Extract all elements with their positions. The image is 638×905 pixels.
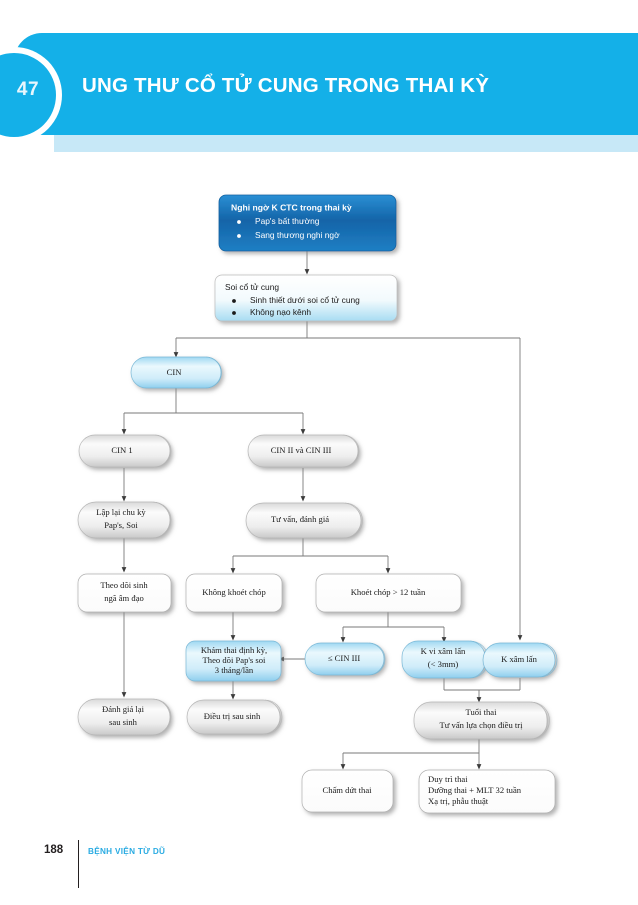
edge-merge-gestage (443, 678, 521, 691)
node-antenatal-followup: Khám thai định kỳ, Theo dõi Pap's soi 3 … (185, 640, 282, 682)
node-conization-label: Khoét chóp > 12 tuần (351, 587, 426, 597)
node-suspect-item-0: Pap's bất thường (255, 216, 320, 226)
node-micro-invasive-line-1: (< 3mm) (428, 659, 459, 669)
node-maintain: Duy trì thai Dưỡng thai + MLT 32 tuần Xạ… (418, 769, 556, 814)
node-no-conization-label: Không khoét chóp (202, 587, 266, 597)
node-no-conization: Không khoét chóp (185, 573, 283, 613)
page-number: 188 (44, 844, 64, 856)
node-cin23-label: CIN II và CIN III (271, 445, 332, 455)
node-cin1: CIN 1 (78, 434, 172, 468)
node-le-cin3: ≤ CIN III (304, 642, 386, 676)
node-cin23: CIN II và CIN III (247, 434, 360, 468)
node-antenatal-line-0: Khám thai định kỳ, (201, 645, 267, 655)
node-counsel-label: Tư vấn, đánh giá (271, 514, 329, 524)
chapter-number: 47 (16, 79, 40, 100)
bullet-icon (237, 220, 241, 224)
edge-colposcopy-cin (176, 320, 520, 355)
node-repeat-pap-line-1: Pap's, Soi (104, 520, 138, 530)
page-title: UNG THƯ CỔ TỬ CUNG TRONG THAI KỲ (82, 74, 490, 97)
node-repeat-pap: Lập lại chu kỳ Pap's, Soi (77, 501, 172, 539)
node-cin-label: CIN (167, 367, 183, 377)
node-maintain-line-0: Duy trì thai (428, 774, 468, 784)
header-accent-strip (54, 135, 638, 152)
edge-gestage-terminate (343, 739, 480, 767)
node-micro-invasive: K vi xâm lấn (< 3mm) (401, 640, 489, 679)
node-treat-postpartum-label: Điều trị sau sinh (204, 711, 261, 721)
footer-hospital-name: BỆNH VIỆN TỪ DŨ (88, 847, 166, 856)
node-antenatal-line-1: Theo dõi Pap's soi (203, 655, 267, 665)
node-terminate-label: Chấm dứt thai (322, 785, 372, 795)
node-le-cin3-label: ≤ CIN III (328, 653, 361, 663)
node-reassess-line-1: sau sinh (109, 717, 138, 727)
node-gest-age-line-0: Tuổi thai (466, 707, 498, 717)
node-cin1-label: CIN 1 (111, 445, 132, 455)
bullet-icon (232, 311, 236, 315)
bullet-icon (232, 299, 236, 303)
node-suspect-title: Nghi ngờ K CTC trong thai kỳ (231, 202, 352, 212)
node-micro-invasive-line-0: K vi xâm lấn (421, 646, 466, 656)
node-maintain-line-1: Dưỡng thai + MLT 32 tuần (428, 785, 522, 795)
node-colposcopy: Soi cổ tử cung Sinh thiết dưới soi cổ tử… (214, 274, 398, 322)
node-vaginal-line-1: ngã âm đạo (104, 593, 144, 603)
node-vaginal-line-0: Theo dõi sinh (100, 580, 148, 590)
header-banner (14, 33, 638, 135)
node-gest-age-line-1: Tư vấn lựa chọn điều trị (439, 720, 523, 730)
node-antenatal-line-2: 3 tháng/lần (215, 665, 254, 675)
node-repeat-pap-line-0: Lập lại chu kỳ (96, 507, 146, 517)
footer-divider (78, 840, 79, 888)
node-maintain-line-2: Xạ trị, phẫu thuật (428, 796, 489, 806)
connector-layer (124, 251, 523, 767)
node-colposcopy-item-0: Sinh thiết dưới soi cổ tử cung (250, 295, 360, 305)
node-conization: Khoét chóp > 12 tuần (315, 573, 462, 613)
node-vaginal-delivery: Theo dõi sinh ngã âm đạo (77, 573, 172, 613)
node-invasive: K xâm lấn (482, 642, 558, 678)
node-reassess-postpartum: Đánh giá lại sau sinh (77, 698, 172, 736)
edge-cin-cin1 (124, 388, 303, 432)
node-reassess-line-0: Đánh giá lại (102, 704, 145, 714)
node-suspect: Nghi ngờ K CTC trong thai kỳ Pap's bất t… (218, 194, 397, 252)
node-suspect-item-1: Sang thương nghi ngờ (255, 230, 340, 240)
edge-counsel-noconization (233, 538, 388, 571)
node-colposcopy-item-1: Không nạo kênh (250, 307, 311, 317)
edge-conization-lecin3 (343, 612, 444, 640)
node-cin: CIN (130, 356, 222, 389)
node-treat-postpartum: Điều trị sau sinh (186, 699, 283, 735)
bullet-icon (237, 234, 241, 238)
node-terminate: Chấm dứt thai (301, 769, 394, 813)
node-gest-age: Tuổi thai Tư vấn lựa chọn điều trị (413, 701, 550, 740)
node-counsel: Tư vấn, đánh giá (245, 502, 363, 539)
node-invasive-label: K xâm lấn (501, 654, 538, 664)
node-colposcopy-title: Soi cổ tử cung (225, 282, 279, 292)
